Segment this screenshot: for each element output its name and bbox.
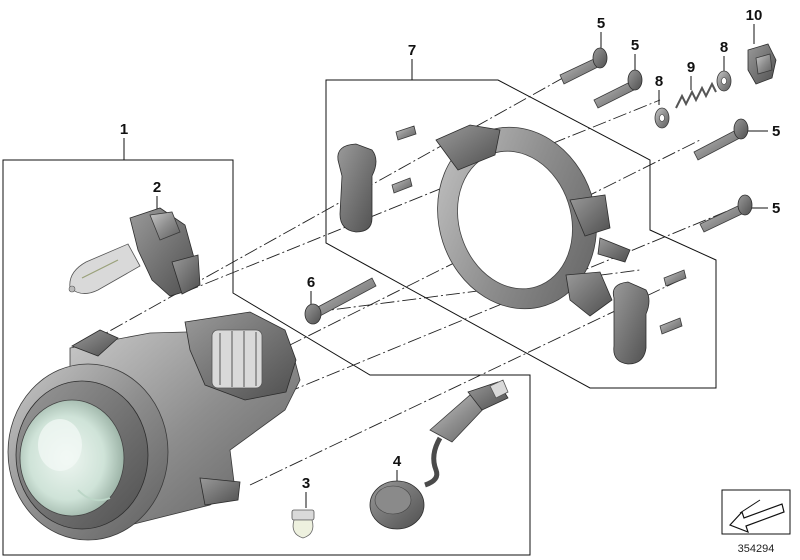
callout-8-left: 8 <box>655 73 663 90</box>
callout-4: 4 <box>393 453 402 470</box>
washer-8-left <box>654 107 670 129</box>
reference-number: 354294 <box>738 543 775 555</box>
callout-7: 7 <box>408 42 416 59</box>
coil-spring <box>675 81 717 109</box>
callout-1: 1 <box>120 121 128 138</box>
callout-5-third: 5 <box>772 123 780 140</box>
callout-10: 10 <box>746 7 763 24</box>
callout-5-second: 5 <box>631 37 639 54</box>
fog-light-housing <box>7 311 301 541</box>
callout-8-right: 8 <box>720 39 728 56</box>
bulb-h11 <box>68 207 201 297</box>
group-frame-headlight <box>2 159 531 556</box>
screw-5-fourth <box>699 194 753 233</box>
callout-labels: 1 2 3 4 5 5 5 5 6 7 8 8 9 10 <box>120 7 781 492</box>
callout-3: 3 <box>302 475 310 492</box>
cable-connector-cap <box>369 379 509 530</box>
direction-arrow-icon <box>728 503 785 534</box>
callout-5-fourth: 5 <box>772 200 780 217</box>
callout-2: 2 <box>153 179 161 196</box>
callout-6: 6 <box>307 274 315 291</box>
screw-5-third <box>693 118 749 161</box>
screw-5-top <box>559 47 608 85</box>
mounting-bracket <box>337 124 687 365</box>
callout-9: 9 <box>687 59 695 76</box>
group-frame-bracket <box>325 79 717 389</box>
clip-nut <box>747 43 777 85</box>
reference-symbol <box>721 489 791 535</box>
bulb-w5w <box>291 509 315 539</box>
washer-8-right <box>716 70 732 92</box>
long-bolt <box>304 277 377 325</box>
screw-5-second <box>593 69 643 109</box>
callout-5-top: 5 <box>597 15 605 32</box>
